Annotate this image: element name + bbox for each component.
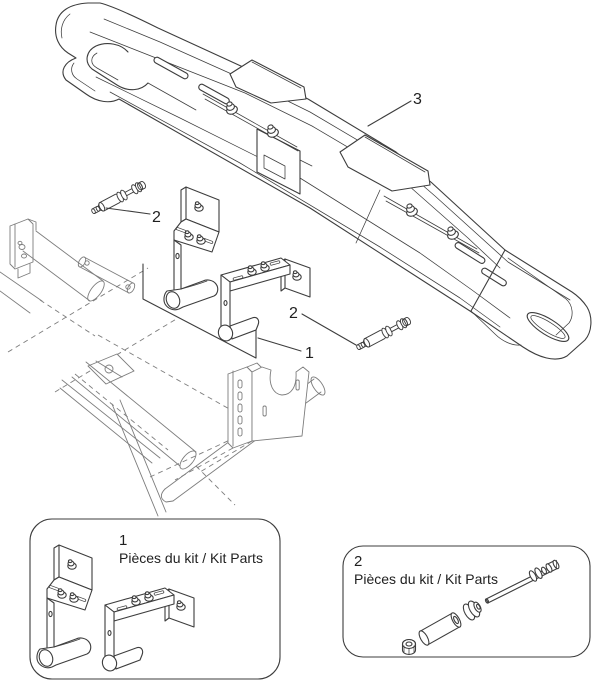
frame-strap-link [77,256,136,294]
kit1-group-boundary [142,263,257,359]
frame-slotted-plate [174,362,310,481]
bumper-pad-right [339,134,431,192]
frame-lower-boom [59,353,197,517]
kit-box-1-number: 1 [119,532,127,549]
kit-box-2: 2 Pièces du kit / Kit Parts [342,545,591,658]
mounting-bracket-left [164,187,219,310]
mounting-bolt-lower [354,314,413,354]
callout-2-lower-leader [301,313,357,346]
kit2-hex-nut [401,638,417,656]
bumper-slot [481,267,507,287]
bumper-assembly-part-3 [55,2,592,360]
callout-2-upper-label: 2 [152,209,161,226]
callout-2-upper-leader [105,207,151,215]
bumper-splice-plate [256,128,301,195]
frame-upper-tube [0,230,105,314]
kit-box-2-number: 2 [354,553,362,570]
mounting-bracket-right [216,258,310,343]
callouts: 3 2 2 1 [105,91,422,362]
kit1-bracket-left-item [37,545,92,668]
machine-frame-reference [0,218,326,517]
callout-3-leader [367,100,412,127]
kit2-bushing [462,600,482,621]
callout-1-label: 1 [305,345,314,362]
frame-upper-bracket [9,218,37,279]
callout-1-leader [257,337,302,352]
mounting-bolt-upper [89,178,148,218]
callout-2-lower-label: 2 [289,305,298,322]
kit-box-1-border [29,518,281,680]
bumper-slot [153,56,189,80]
kit2-spacer-tube [418,612,462,646]
bumper-slot [454,242,486,264]
bumper-pad-left [229,59,307,104]
kit-box-2-title: Pièces du kit / Kit Parts [354,571,498,587]
bumper-end-slot [526,312,570,342]
kit2-bolt-pin [484,559,560,604]
kit-box-1: 1 Pièces du kit / Kit Parts [29,518,281,680]
kit1-bracket-right-item [100,588,194,673]
kit-box-1-title: Pièces du kit / Kit Parts [119,550,263,566]
kit-box-2-border [342,545,591,658]
callout-3-label: 3 [413,91,422,108]
